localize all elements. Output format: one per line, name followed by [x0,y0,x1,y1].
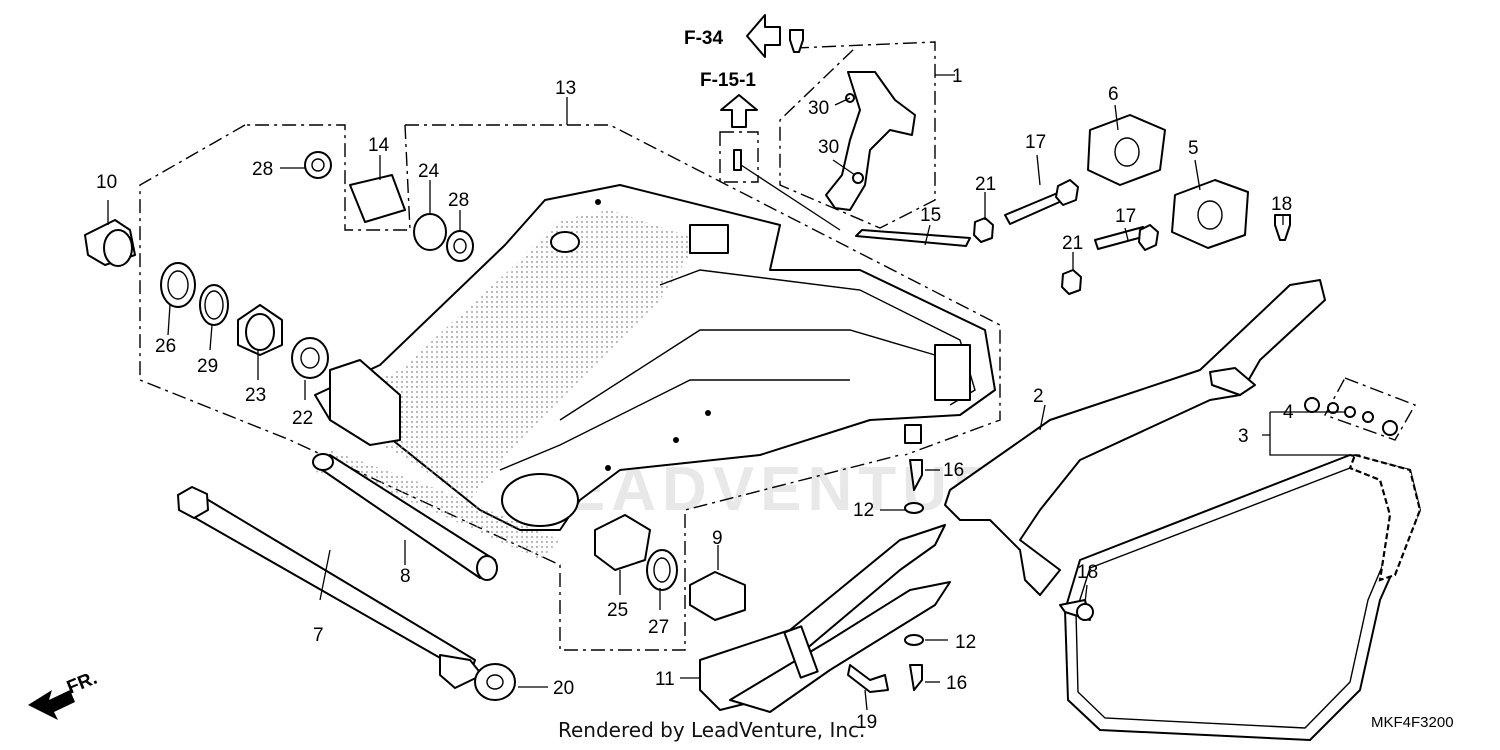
front-arrow-icon [28,690,75,720]
callout-4[interactable]: 4 [1283,402,1294,423]
callout-2[interactable]: 2 [1033,386,1044,407]
group-outlines [139,41,1417,651]
diagram-code: MKF4F3200 [1371,714,1454,731]
callout-30b[interactable]: 30 [818,137,839,158]
ref-f34[interactable]: F-34 [684,28,724,49]
callout-17b[interactable]: 17 [1115,206,1136,227]
callout-17a[interactable]: 17 [1025,132,1046,153]
bearings-and-seals [84,151,746,701]
callout-9[interactable]: 9 [712,528,723,549]
callout-24[interactable]: 24 [418,161,440,182]
pivot-collar [312,453,498,581]
callout-28a[interactable]: 28 [252,159,273,180]
callout-15[interactable]: 15 [920,205,941,226]
callout-21a[interactable]: 21 [975,174,996,195]
callout-25[interactable]: 25 [607,600,628,621]
callout-8[interactable]: 8 [400,566,411,587]
callout-20[interactable]: 20 [553,678,574,699]
callout-28b[interactable]: 28 [448,190,469,211]
callout-16a[interactable]: 16 [943,460,964,481]
ref-f34-arrow [746,14,781,58]
chain-guard-bracket [825,71,916,211]
ref-f15-1[interactable]: F-15-1 [700,70,756,91]
adjuster-bolts [973,179,1159,295]
callout-14[interactable]: 14 [368,135,390,156]
callouts: 1 2 3 4 5 6 7 8 9 10 11 12 12 13 14 15 1… [96,66,1294,733]
callout-12a[interactable]: 12 [853,500,874,521]
callout-27[interactable]: 27 [648,617,669,638]
swingarm [310,184,996,560]
leader-lines [107,74,1360,711]
render-credit: Rendered by LeadVenture, Inc. [558,718,865,742]
callout-5[interactable]: 5 [1188,138,1199,159]
ref-f151-arrow [720,94,758,128]
callout-26[interactable]: 26 [155,336,176,357]
callout-10[interactable]: 10 [96,172,117,193]
callout-16b[interactable]: 16 [946,673,967,694]
callout-22[interactable]: 22 [292,408,313,429]
reflector-strip [855,229,971,247]
callout-13[interactable]: 13 [555,78,576,99]
callout-1[interactable]: 1 [952,66,963,87]
callout-7[interactable]: 7 [313,625,324,646]
callout-23[interactable]: 23 [245,385,266,406]
callout-11[interactable]: 11 [655,669,675,690]
callout-29[interactable]: 29 [197,356,218,377]
callout-30a[interactable]: 30 [808,98,829,119]
front-label: FR. [64,668,100,699]
callout-19[interactable]: 19 [856,712,877,733]
adjuster-blocks [1087,114,1249,249]
callout-12b[interactable]: 12 [955,632,976,653]
callout-3[interactable]: 3 [1238,426,1249,447]
pivot-bolt [177,486,483,689]
chain-cover [944,279,1326,596]
fasteners [733,29,1398,693]
callout-6[interactable]: 6 [1108,84,1119,105]
chain-slider [699,524,951,713]
callout-18a[interactable]: 18 [1271,194,1292,215]
drive-chain [1064,453,1422,741]
callout-21b[interactable]: 21 [1062,233,1083,254]
callout-18b[interactable]: 18 [1077,562,1098,583]
